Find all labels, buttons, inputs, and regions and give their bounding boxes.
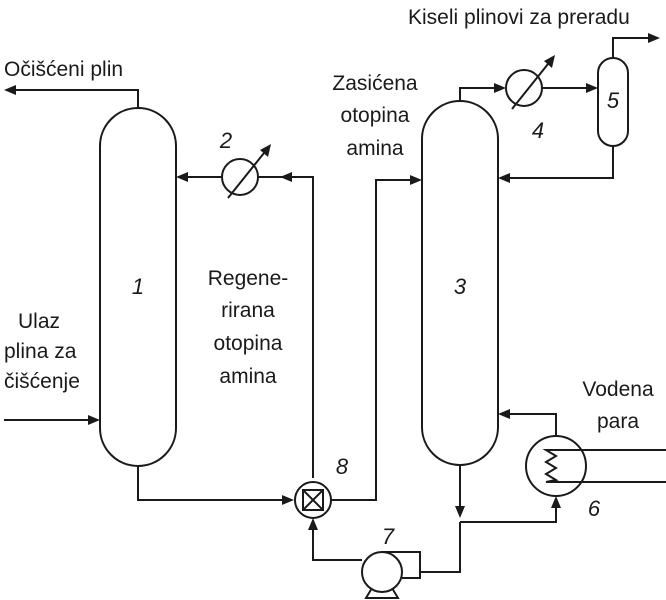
acid-gas-outlet-line xyxy=(612,37,648,58)
pump-number: 7 xyxy=(382,524,395,549)
cooler-control-line xyxy=(227,147,269,199)
acid-gas-arrow-1 xyxy=(494,83,506,93)
regen-amine-line-upper xyxy=(258,176,314,478)
cooler-icon xyxy=(221,158,259,196)
regen-label-4: amina xyxy=(219,365,277,388)
bottoms-to-reboiler-arrow xyxy=(551,496,561,508)
condenser-icon xyxy=(505,69,543,107)
pump-to-exchanger xyxy=(312,528,362,561)
absorber-number: 1 xyxy=(132,274,144,299)
inlet-label-3: čišćenje xyxy=(4,370,80,393)
heat-exchanger-box xyxy=(302,489,324,511)
regen-amine-arrow-1 xyxy=(280,172,292,182)
steam-label-2: para xyxy=(597,410,639,433)
saturated-label-1: Zasićena xyxy=(332,72,418,95)
acid-gas-to-condenser xyxy=(459,87,496,101)
pump-discharge-body xyxy=(382,551,421,579)
rich-amine-to-stripper xyxy=(331,179,412,501)
reboiler-icon xyxy=(525,435,587,497)
stripper-bottoms-arrow xyxy=(455,506,465,518)
acid-gas-outlet-arrow xyxy=(648,33,660,43)
cooler-number: 2 xyxy=(219,128,232,153)
heat-exchanger-number: 8 xyxy=(336,454,349,479)
reboiler-return-line xyxy=(508,413,557,436)
separator-inlet-arrow xyxy=(586,83,598,93)
bottoms-to-pump xyxy=(420,522,461,573)
clean-gas-line xyxy=(14,89,139,108)
inlet-gas-arrow xyxy=(88,415,100,425)
stripper-number: 3 xyxy=(454,274,467,299)
condenser-control-line xyxy=(511,58,553,110)
reboiler-number: 6 xyxy=(588,496,601,521)
reflux-line xyxy=(508,146,614,179)
pump-to-exchanger-arrow xyxy=(308,518,318,530)
saturated-label-2: otopina xyxy=(341,104,410,127)
regen-label-3: otopina xyxy=(214,332,283,355)
pump-icon xyxy=(361,551,403,593)
rich-amine-arrow-2 xyxy=(410,175,422,185)
reboiler-return-arrow xyxy=(498,409,510,419)
inlet-label-2: plina za xyxy=(4,340,77,363)
clean-gas-arrow xyxy=(4,85,16,95)
reflux-arrow xyxy=(498,173,510,183)
bottoms-to-reboiler xyxy=(460,506,557,523)
regen-amine-arrow-2 xyxy=(176,172,188,182)
acid-gas-label: Kiseli plinovi za preradu xyxy=(408,6,630,29)
heat-exchanger-cross-2 xyxy=(302,489,324,511)
steam-label-1: Vodena xyxy=(582,378,654,401)
rich-amine-to-exchanger xyxy=(137,466,284,501)
reboiler-coil xyxy=(542,449,586,483)
cooler-control-arrow xyxy=(260,144,271,157)
pump-base xyxy=(364,587,400,599)
regen-label-1: Regene- xyxy=(208,267,289,290)
regen-label-2: rirana xyxy=(221,299,275,322)
separator-number: 5 xyxy=(607,88,620,113)
inlet-label-1: Ulaz xyxy=(18,310,60,333)
condenser-control-arrow xyxy=(544,55,555,68)
saturated-label-3: amina xyxy=(346,137,404,160)
rich-amine-arrow-1 xyxy=(282,495,294,505)
clean-gas-label: Očišćeni plin xyxy=(4,58,123,81)
condenser-number: 4 xyxy=(532,118,544,143)
